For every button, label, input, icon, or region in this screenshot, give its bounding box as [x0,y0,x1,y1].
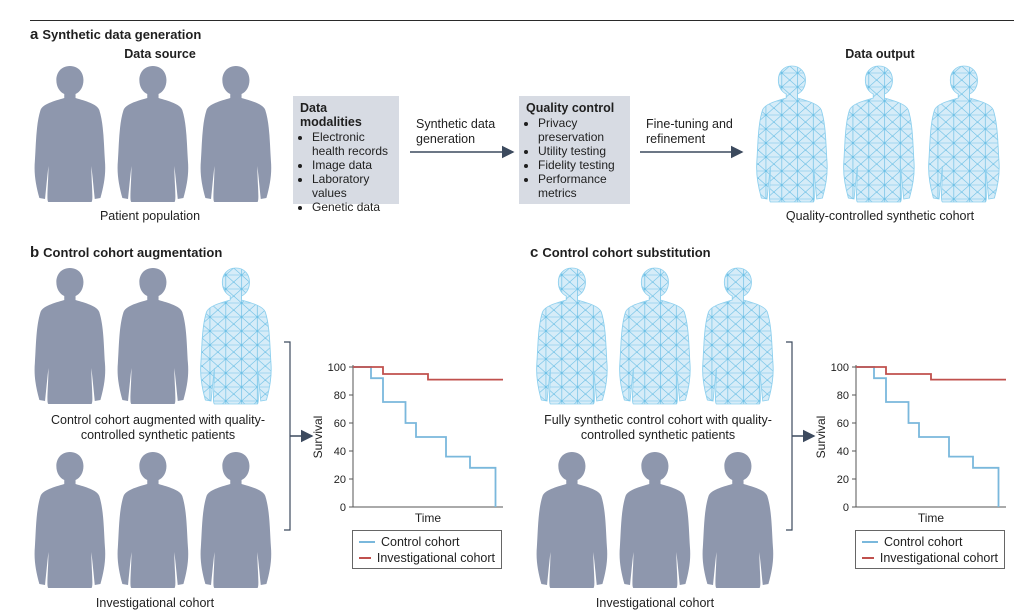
y-axis-label: Survival [311,416,325,459]
legend-item-control: Control cohort [862,534,998,550]
legend-swatch-investigational [359,557,371,559]
fine-tuning-text: Fine-tuning and refinement [646,117,733,146]
panel-b-letter: b [30,244,40,261]
legend-swatch-investigational [862,557,874,559]
y-tick-label: 0 [843,502,849,514]
quality-item: Performance metrics [538,172,623,200]
synthetic-cohort-label: Quality-controlled synthetic cohort [785,209,975,223]
legend-item-investigational: Investigational cohort [862,550,998,566]
y-tick-label: 100 [831,362,849,374]
control-cohort-caption-c: Fully synthetic control cohort with qual… [540,413,776,443]
legend-swatch-control [359,541,375,543]
quality-item: Privacy preservation [538,116,623,144]
patient-population-label: Patient population [99,209,201,223]
data-modalities-title: Data modalities [300,101,362,129]
y-tick-label: 20 [334,474,346,486]
y-tick-label: 20 [837,474,849,486]
modality-item: Electronic health records [312,130,392,158]
data-source-label: Data source [124,47,196,61]
y-axis-label: Survival [814,416,828,459]
data-modalities-box: Data modalities Electronic health record… [293,96,399,214]
quality-control-box: Quality control Privacy preservation Uti… [519,96,630,204]
legend-label-control: Control cohort [381,535,460,549]
y-tick-label: 100 [328,362,346,374]
modality-item: Genetic data [312,200,392,214]
modality-item: Laboratory values [312,172,392,200]
y-tick-label: 80 [334,390,346,402]
quality-item: Utility testing [538,144,623,158]
y-tick-label: 80 [837,390,849,402]
fine-tuning-label: Fine-tuning and refinement [646,117,740,147]
y-tick-label: 60 [837,418,849,430]
top-rule [30,20,1014,21]
x-axis-label: Time [918,511,945,525]
panel-a-title-text: Synthetic data generation [42,27,202,42]
investigational-cohort-line [353,366,503,381]
panel-c-title-text: Control cohort substitution [542,245,711,260]
control-cohort-caption-b-text: Control cohort augmented with quality-co… [50,413,265,442]
legend-item-investigational: Investigational cohort [359,550,495,566]
investigational-cohort-label-c: Investigational cohort [595,596,715,610]
legend-swatch-control [862,541,878,543]
legend-label-investigational: Investigational cohort [879,551,998,565]
legend-c: Control cohort Investigational cohort [855,530,1005,569]
legend-label-investigational: Investigational cohort [376,551,495,565]
investigational-cohort-label-b: Investigational cohort [95,596,215,610]
control-cohort-line [856,366,1000,507]
modality-item: Image data [312,158,392,172]
legend-b: Control cohort Investigational cohort [352,530,502,569]
synthetic-generation-text: Synthetic data generation [416,117,496,146]
investigational-cohort-line [856,366,1006,381]
quality-item: Fidelity testing [538,158,623,172]
legend-label-control: Control cohort [884,535,963,549]
x-axis-label: Time [415,511,442,525]
control-cohort-caption-c-text: Fully synthetic control cohort with qual… [544,413,772,442]
panel-a-letter: a [30,26,39,43]
data-output-label: Data output [845,47,915,61]
y-tick-label: 40 [837,446,849,458]
control-cohort-line [353,366,497,507]
y-tick-label: 0 [340,502,346,514]
quality-control-title: Quality control [526,101,615,115]
legend-item-control: Control cohort [359,534,495,550]
y-tick-label: 40 [334,446,346,458]
panel-c-letter: c [530,244,539,261]
control-cohort-caption-b: Control cohort augmented with quality-co… [40,413,276,443]
y-tick-label: 60 [334,418,346,430]
panel-b-title-text: Control cohort augmentation [43,245,223,260]
synthetic-generation-label: Synthetic data generation [416,117,508,147]
